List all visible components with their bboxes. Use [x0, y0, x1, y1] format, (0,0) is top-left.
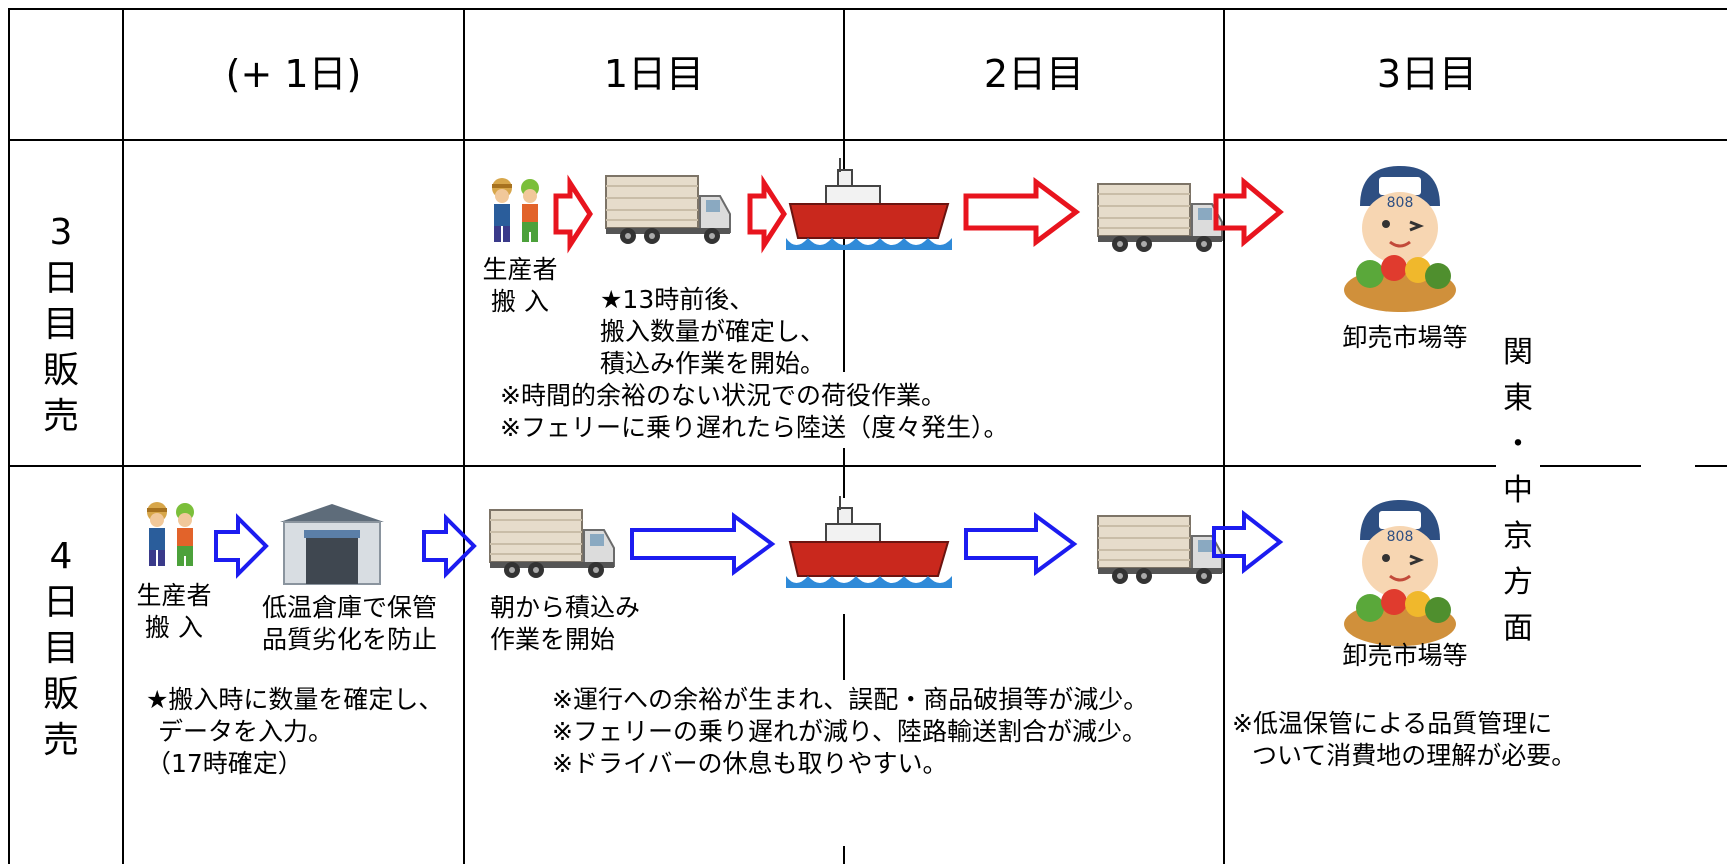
row1-label-char: 売 [42, 396, 79, 437]
row2-arrow-4 [964, 512, 1078, 576]
row1-ferry [785, 157, 953, 251]
row2-consumer-notes: ※低温保管による品質管理に ついて消費地の理解が必要。 [1232, 709, 1577, 770]
row2-producer-label: 生産者 搬 入 [136, 581, 212, 642]
row1-label-char: 3 [49, 212, 73, 253]
row1-farmers-image [492, 178, 539, 242]
row2-label-char: 売 [42, 720, 79, 761]
row1-label-char: 販 [42, 350, 79, 391]
row2-market-badge: 808 [1387, 529, 1414, 545]
destination-char: ・ [1503, 427, 1533, 462]
destination-char: 方 [1503, 565, 1533, 600]
row2-truck-2 [1097, 515, 1223, 585]
header-day-1: 1日目 [603, 52, 705, 96]
destination-char: 面 [1503, 611, 1533, 646]
row1-arrow-3 [963, 177, 1081, 247]
row1-market-label: 卸売市場等 [1342, 323, 1468, 352]
row1-label-char: 日 [42, 258, 79, 299]
header-plus-one-day: (+ 1日) [225, 52, 362, 96]
destination-char: 中 [1503, 473, 1533, 508]
row1-producer-label: 生産者 搬 入 [482, 255, 558, 316]
row2-notes: ※運行への余裕が生まれ、誤配・商品破損等が減少。 ※フェリーの乗り遅れが減り、陸… [552, 685, 1149, 778]
destination-char: 関 [1503, 335, 1533, 370]
destination-label: 関 東 ・ 中 京 方 面 [1496, 330, 1540, 652]
row1-label: 3 日 目 販 売 [36, 210, 86, 440]
row1-market-badge: 808 [1387, 195, 1414, 211]
row1-star-note: ★13時前後、 搬入数量が確定し、 積込み作業を開始。 [600, 285, 826, 378]
row2-label-char: 日 [42, 582, 79, 623]
row2-arrow-5 [1212, 509, 1284, 575]
row1-truck-1 [605, 175, 731, 245]
row2-star-note: ★搬入時に数量を確定し、 データを入力。 （17時確定） [146, 685, 444, 778]
row2-market-label: 卸売市場等 [1342, 641, 1468, 670]
row1-label-char: 目 [42, 304, 79, 345]
row2-truck-1 [489, 509, 615, 579]
row1-market-image [1342, 164, 1458, 314]
row1-arrow-4 [1213, 176, 1284, 248]
row2-arrow-2 [422, 513, 477, 579]
row1-arrow-2 [747, 174, 787, 254]
row2-label-char: 販 [42, 674, 79, 715]
header-day-3: 3日目 [1376, 52, 1478, 96]
destination-char: 京 [1503, 519, 1533, 554]
row2-arrow-3 [630, 512, 776, 576]
row2-farmers-image [147, 502, 194, 566]
row2-arrow-1 [214, 513, 269, 579]
row1-notes: ※時間的余裕のない状況での荷役作業。 ※フェリーに乗り遅れたら陸送（度々発生）。 [500, 381, 1009, 442]
row2-loading-label: 朝から積込み 作業を開始 [490, 593, 641, 654]
destination-char: 東 [1503, 381, 1533, 416]
row2-label: 4 日 目 販 売 [36, 534, 86, 764]
row2-label-char: 目 [42, 628, 79, 669]
header-day-2: 2日目 [983, 52, 1085, 96]
row2-ferry [785, 495, 953, 589]
row1-truck-2 [1097, 183, 1223, 253]
row2-label-char: 4 [49, 536, 73, 577]
row2-warehouse-label: 低温倉庫で保管 品質劣化を防止 [262, 593, 438, 654]
row2-market-image [1342, 498, 1458, 648]
row2-warehouse-image [279, 503, 385, 585]
row1-arrow-1 [553, 174, 593, 254]
